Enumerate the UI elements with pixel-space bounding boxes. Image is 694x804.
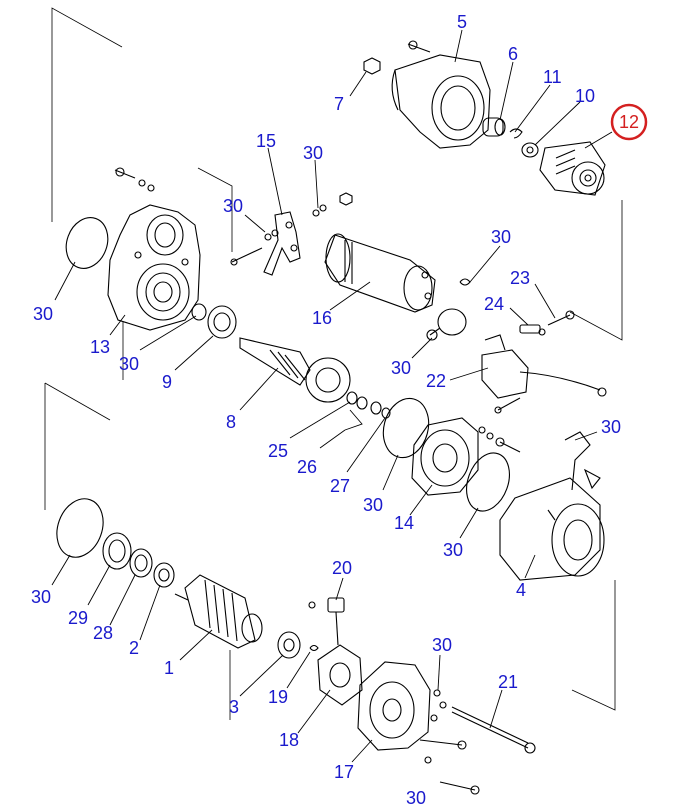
leader-lines [51, 29, 613, 763]
label-part-6: 6 [508, 44, 518, 64]
part-15-lever [230, 192, 353, 276]
label-part-13: 13 [90, 337, 110, 357]
part-1-armature [174, 574, 263, 649]
label-part-30-g: 30 [601, 417, 621, 437]
label-part-30-j: 30 [31, 587, 51, 607]
spring-30 [459, 278, 471, 286]
label-part-25: 25 [268, 441, 288, 461]
label-part-5: 5 [457, 12, 467, 32]
part-4-yoke [499, 431, 605, 581]
bolts-23-24 [519, 310, 575, 336]
washers-25-26-27 [346, 391, 391, 419]
part-14-center-bracket [411, 417, 521, 496]
label-part-22: 22 [426, 371, 446, 391]
label-part-30-d: 30 [33, 304, 53, 324]
label-part-21: 21 [498, 672, 518, 692]
label-part-23: 23 [510, 268, 530, 288]
part-5-drive-housing [391, 40, 491, 149]
label-part-20: 20 [332, 558, 352, 578]
label-part-30-c: 30 [491, 227, 511, 247]
washer-30-a [191, 303, 207, 321]
o-ring-30-c [466, 452, 510, 512]
label-part-12: 12 [619, 112, 639, 132]
label-part-18: 18 [279, 730, 299, 750]
part-11-snap-ring [509, 128, 523, 139]
label-part-30-i: 30 [443, 540, 463, 560]
label-part-30-a: 30 [303, 143, 323, 163]
label-part-30-f: 30 [391, 358, 411, 378]
part-3-bearing [277, 631, 301, 659]
part-13-front-housing [107, 167, 201, 331]
part-19-spring [309, 644, 319, 652]
part-21-through-bolt [430, 689, 536, 754]
plunger-30 [426, 308, 467, 341]
part-12-pinion [539, 141, 606, 196]
part-labels: 5 6 11 10 7 12 15 30 30 30 23 24 16 30 1… [31, 12, 639, 804]
part-8-drive-shaft [239, 337, 351, 403]
label-part-11: 11 [543, 67, 562, 87]
part-2-bearing [153, 562, 175, 588]
label-part-14: 14 [394, 513, 414, 533]
label-part-15: 15 [256, 131, 276, 151]
label-part-3: 3 [229, 697, 239, 717]
label-part-9: 9 [162, 372, 172, 392]
label-part-19: 19 [268, 687, 288, 707]
highlight-circle [610, 103, 648, 141]
part-16-solenoid [324, 233, 436, 313]
o-ring-30-a [65, 217, 109, 269]
label-part-26: 26 [297, 457, 317, 477]
label-part-30-b: 30 [223, 196, 243, 216]
part-28-washer [129, 548, 153, 578]
frame-lines [44, 7, 623, 720]
part-20-brush [308, 597, 345, 613]
part-29-shim [102, 532, 132, 570]
label-part-28: 28 [93, 623, 113, 643]
label-part-17: 17 [334, 762, 354, 782]
label-part-30-k: 30 [432, 635, 452, 655]
label-part-2: 2 [129, 638, 139, 658]
part-6-bushing [482, 117, 506, 137]
label-part-30-l: 30 [406, 788, 426, 804]
label-part-24: 24 [484, 294, 504, 314]
part-22-switch [481, 334, 607, 414]
label-part-29: 29 [68, 608, 88, 628]
label-part-1: 1 [164, 658, 174, 678]
o-ring-30-b [382, 397, 430, 459]
part-10-collar [521, 142, 539, 158]
part-7-nut [363, 57, 381, 75]
o-ring-30-d [56, 498, 104, 558]
label-part-30-h: 30 [363, 495, 383, 515]
label-part-7: 7 [334, 94, 344, 114]
label-part-27: 27 [330, 476, 350, 496]
label-part-16: 16 [312, 308, 332, 328]
label-part-30-e: 30 [119, 354, 139, 374]
part-9-bearing [207, 305, 237, 339]
label-part-10: 10 [575, 86, 595, 106]
label-part-4: 4 [516, 580, 526, 600]
part-17-rear-cover [357, 661, 480, 795]
label-part-8: 8 [226, 412, 236, 432]
part-18-brush-holder [317, 611, 363, 706]
